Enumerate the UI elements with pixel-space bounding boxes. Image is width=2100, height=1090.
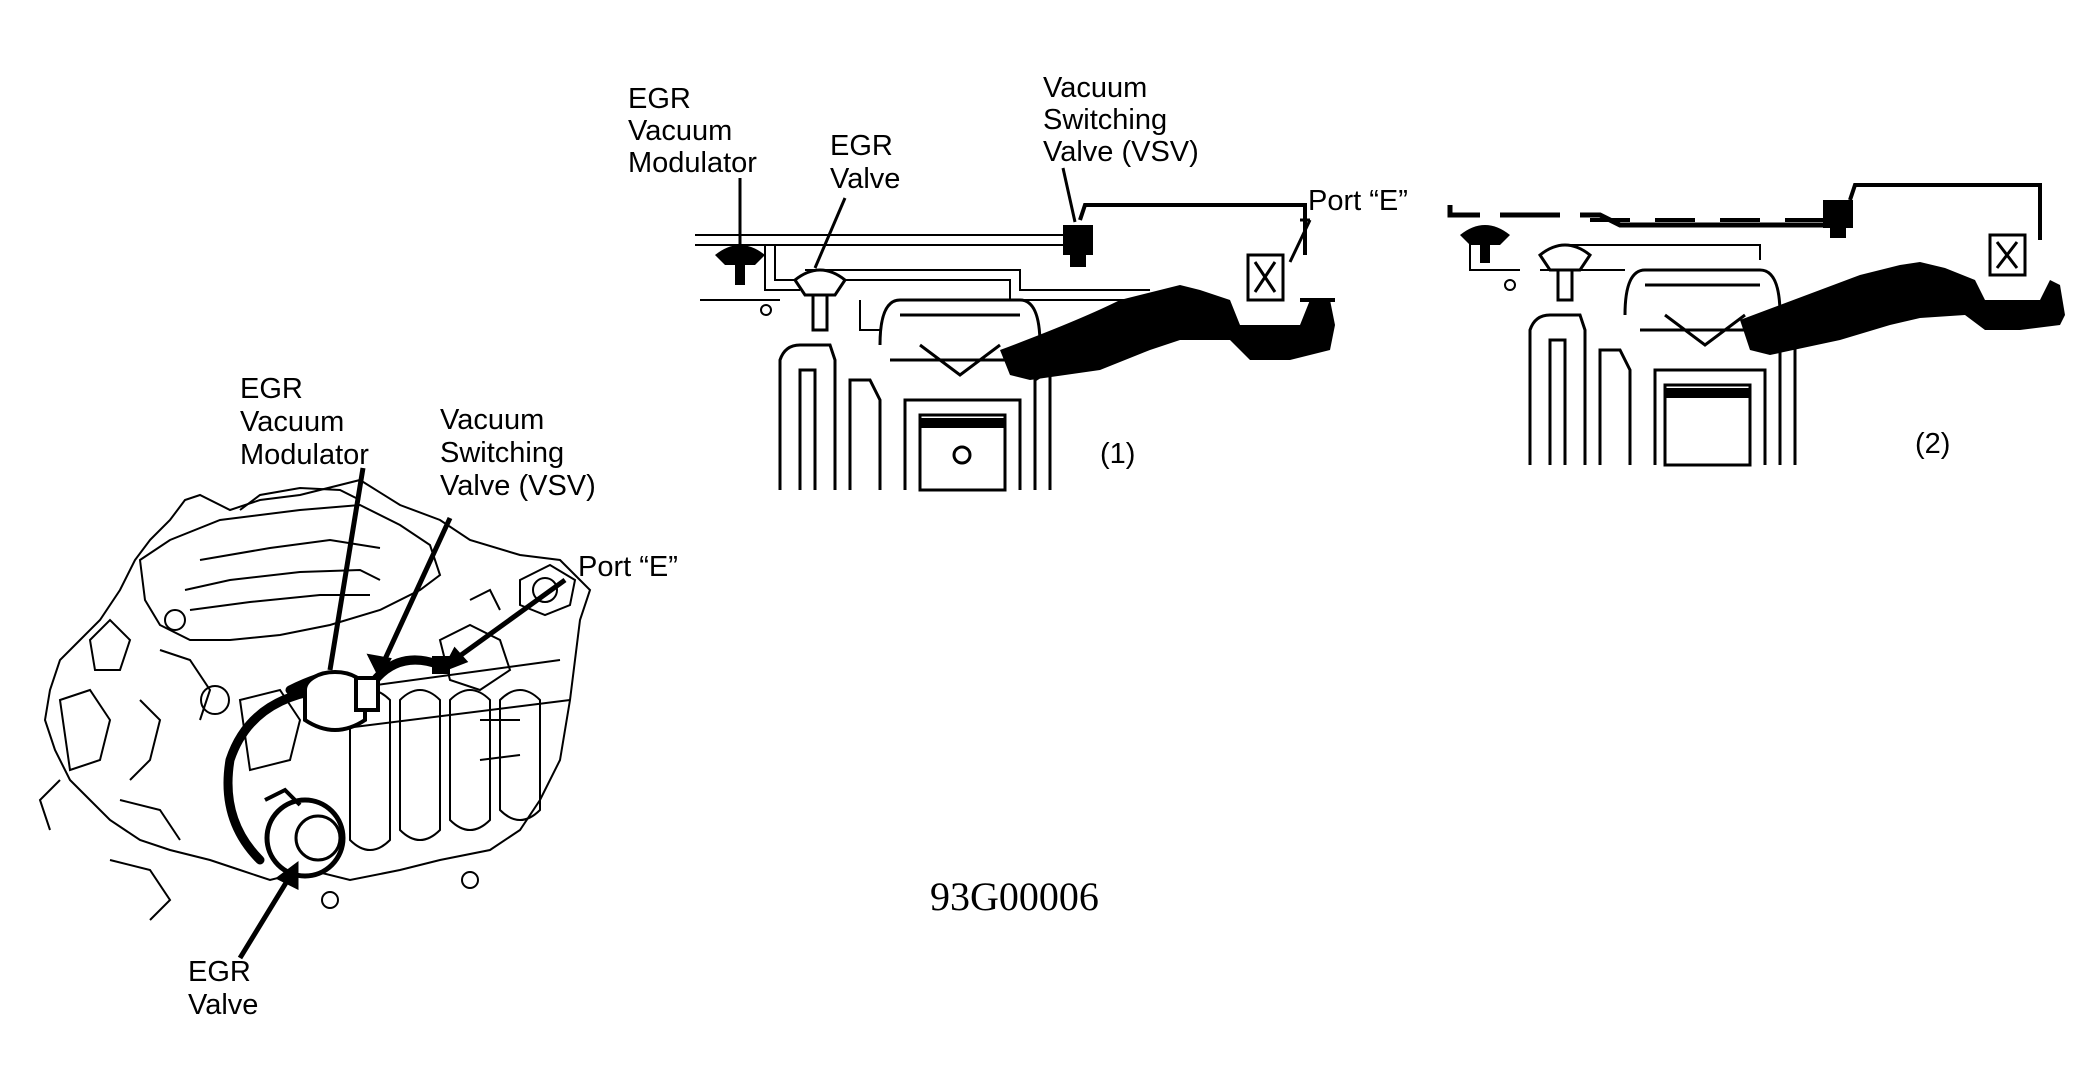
schematic-1-egr-valve (760, 268, 848, 332)
schematic-1-vsv-line-1: Vacuum (1043, 72, 1147, 104)
engine-egr-vacuum-modulator-line-3: Modulator (240, 439, 369, 471)
schematic-2: (2) (1447, 183, 2065, 467)
engine-vsv-line-2: Switching (440, 437, 564, 469)
schematic-1-egr-vacuum-modulator (715, 230, 765, 285)
schematic-1-egr-vacuum-modulator-line-2: Vacuum (628, 115, 732, 147)
schematic-2-egr-vacuum-modulator (1460, 225, 1510, 263)
figure-code: 93G00006 (930, 874, 1099, 919)
schematic-1-intake-manifold (1000, 285, 1335, 380)
engine-egr-vacuum-modulator-part (303, 670, 367, 732)
schematic-1-vsv (1063, 225, 1093, 267)
schematic-1-egr-valve-line-1: EGR (830, 130, 893, 162)
engine-vsv-line-3: Valve (VSV) (440, 470, 596, 502)
engine-egr-valve-label: EGR Valve (188, 956, 259, 1021)
engine-vsv-line-1: Vacuum (440, 404, 544, 436)
schematic-2-vsv (1823, 200, 1853, 238)
schematic-1-piston (918, 413, 1007, 492)
schematic-1-egr-vacuum-modulator-line-1: EGR (628, 83, 691, 115)
schematic-1-vsv-label: Vacuum Switching Valve (VSV) (1043, 72, 1199, 168)
engine-egr-vacuum-modulator-line-2: Vacuum (240, 406, 344, 438)
schematic-2-caption: (2) (1915, 428, 1950, 460)
engine-egr-valve-line-2: Valve (188, 989, 258, 1021)
engine-egr-vacuum-modulator-line-1: EGR (240, 373, 303, 405)
schematic-1: EGR Vacuum Modulator EGR Valve Vacuum Sw… (628, 72, 1408, 492)
schematic-1-vsv-line-2: Switching (1043, 104, 1167, 136)
schematic-1-vsv-line-3: Valve (VSV) (1043, 136, 1199, 168)
engine-egr-vacuum-modulator-label: EGR Vacuum Modulator (240, 373, 369, 471)
engine-perspective-drawing: EGR Vacuum Modulator Vacuum Switching Va… (38, 373, 678, 1021)
schematic-1-egr-vacuum-modulator-label: EGR Vacuum Modulator (628, 83, 757, 179)
engine-egr-valve-line-1: EGR (188, 956, 251, 988)
schematic-1-port-e-label: Port “E” (1308, 185, 1408, 217)
schematic-2-intake-manifold (1740, 262, 2065, 355)
schematic-2-egr-valve (1504, 243, 1593, 302)
engine-port-e-label: Port “E” (578, 551, 678, 583)
schematic-2-piston (1663, 383, 1752, 467)
engine-egr-valve-part (264, 787, 346, 879)
engine-vsv-part (354, 676, 380, 712)
schematic-1-egr-valve-label: EGR Valve (830, 130, 901, 195)
engine-vsv-label: Vacuum Switching Valve (VSV) (440, 404, 596, 502)
schematic-1-caption: (1) (1100, 438, 1135, 470)
schematic-1-egr-valve-line-2: Valve (830, 163, 900, 195)
schematic-1-egr-vacuum-modulator-line-3: Modulator (628, 147, 757, 179)
